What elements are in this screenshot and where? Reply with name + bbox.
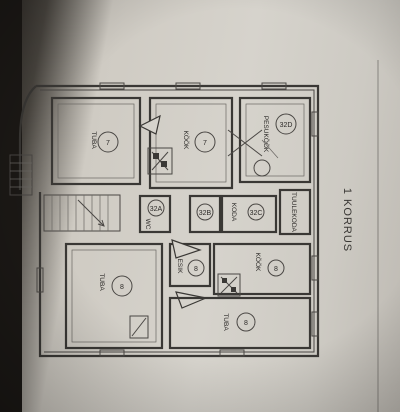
room-number: 7 (106, 140, 110, 147)
exterior-steps (9, 154, 33, 196)
windows (36, 82, 319, 357)
room-name: KÖÖK (254, 253, 262, 272)
room-number: 32D (280, 122, 293, 129)
room-7-kook: 7 KÖÖK (138, 96, 234, 190)
floor-label: 1 KORRUS (341, 188, 353, 252)
room-name: TUBA (222, 313, 229, 331)
room-number: 7 (203, 140, 207, 147)
room-number: 8 (194, 266, 198, 273)
room-name: KÖÖK (182, 131, 190, 150)
building-outline (18, 84, 320, 358)
room-32a-wc: 32A WC (138, 194, 172, 234)
room-8-esik: 8 ESIK (168, 239, 212, 288)
room-name: PESUKÖÖK (262, 116, 270, 153)
room-8-tuba-right: 8 TUBA (168, 296, 312, 350)
room-32b: 32B (188, 194, 222, 234)
room-name: ESIK (176, 259, 183, 274)
room-number: 8 (244, 320, 248, 327)
room-32d-pesukook: 32D PESUKÖÖK (227, 96, 312, 184)
room-name: WC (144, 219, 151, 230)
room-number: 32C (250, 210, 263, 217)
room-name: TUBA (90, 131, 97, 149)
room-32c-koda: 32C KODA (220, 194, 278, 234)
page-shadow (0, 0, 22, 412)
room-tuulekoda: TUULEKODA (278, 188, 312, 236)
room-name: TUULEKODA (290, 192, 297, 232)
room-7-tuba: 7 TUBA (50, 96, 142, 186)
room-number: 32A (150, 206, 163, 213)
room-number: 8 (120, 284, 124, 291)
staircase (43, 194, 121, 232)
room-number: 32B (199, 210, 212, 217)
room-number: 8 (274, 266, 278, 273)
room-8-tuba-left: 8 TUBA (64, 242, 164, 350)
room-8-kook: 8 KÖÖK (175, 242, 312, 309)
room-name: KODA (230, 203, 237, 222)
room-name: TUBA (98, 273, 105, 291)
